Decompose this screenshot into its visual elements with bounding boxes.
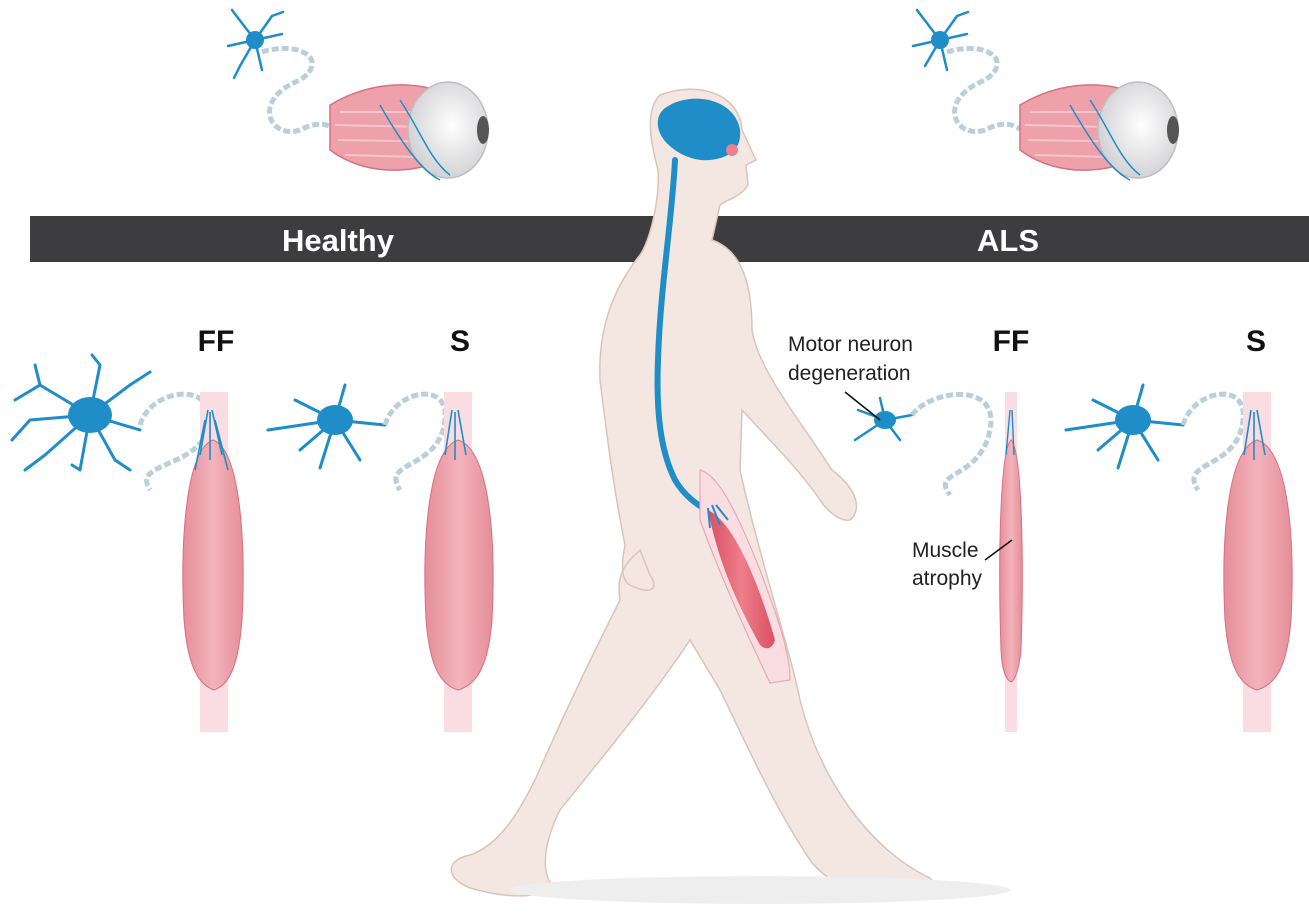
als-s-motor-unit [1066,385,1292,732]
neuron-healthy-ff [12,355,150,470]
neuron-als-s [1066,385,1183,468]
annotation-atrophy-line1: Muscle [912,539,979,562]
label-als-ff: FF [993,325,1030,358]
healthy-s-motor-unit [268,385,493,732]
neuron-healthy-s [268,385,385,468]
annotation-atrophy-line2: atrophy [912,567,983,590]
muscle-als-s [1224,440,1292,690]
muscle-healthy-s [425,440,493,690]
ground-shadow [510,876,1010,904]
neuron-als-ff [855,398,912,440]
eye-dot-figure [726,144,738,156]
muscle-healthy-ff [183,440,243,690]
healthy-ff-motor-unit [12,355,243,732]
human-figure [451,89,932,896]
banner-als-label: ALS [977,223,1039,258]
label-als-s: S [1246,325,1266,358]
annotation-degeneration-line2: degeneration [788,362,911,385]
annotation-degeneration-line1: Motor neuron [788,333,913,356]
eye-als [913,10,1179,180]
als-ff-motor-unit [845,392,1022,732]
eye-healthy [228,10,489,180]
label-healthy-ff: FF [198,325,235,358]
label-healthy-s: S [450,325,470,358]
banner-healthy-label: Healthy [282,223,395,258]
degeneration-pointer [845,392,880,420]
muscle-als-ff-atrophied [1000,440,1023,682]
neuron-eye-healthy [228,10,283,78]
pupil-icon [477,116,489,144]
